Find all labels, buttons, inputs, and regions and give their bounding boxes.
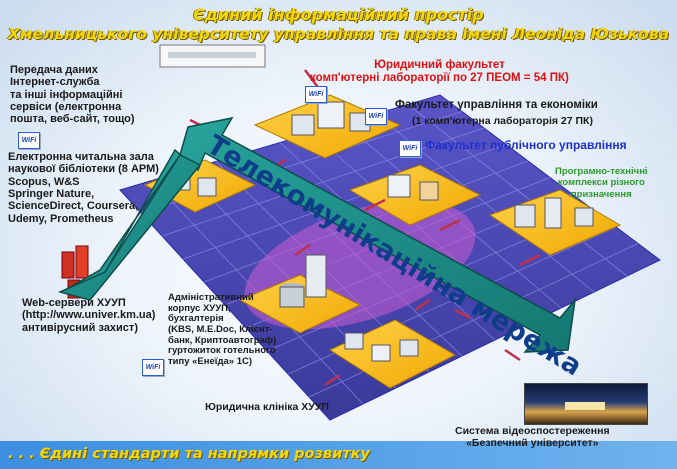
label-law-clinic: Юридична клініка ХУУП <box>205 401 329 413</box>
footer-slogan: . . . Єдині стандарти та напрямки розвит… <box>8 446 370 462</box>
title-line-1: Єдиний інформаційний простір <box>193 5 484 24</box>
label-public-faculty: Факультет публічного управління <box>425 138 627 152</box>
wifi-icon-public: WiFi <box>399 140 421 157</box>
label-law-faculty: Юридичний факультет комп'ютерні лаборато… <box>310 59 569 84</box>
label-hw-sw: Програмно-технічні комплекси різного при… <box>555 166 648 200</box>
grid-line <box>407 104 628 277</box>
footer-bar <box>0 441 677 469</box>
label-mgmt-faculty: Факультет управління та економіки <box>395 99 598 111</box>
label-internet-services: Передача даних Інтернет-служба та інші і… <box>10 64 135 126</box>
wifi-icon-top: WiFi <box>305 86 327 103</box>
equipment <box>61 44 594 362</box>
wifi-icon-admin: WiFi <box>142 359 164 376</box>
wifi-icon-mgmt: WiFi <box>365 108 387 125</box>
label-library: Електронна читальна зала наукової бібліо… <box>8 151 159 225</box>
label-mgmt-lab: (1 комп'ютерна лабораторія 27 ПК) <box>412 115 593 127</box>
label-surveillance: Система відеоспостереження «Безпечний ун… <box>455 425 610 449</box>
title-line-2: Хмельницького університету управління та… <box>7 25 670 43</box>
surveillance-photo <box>524 383 648 425</box>
platform-mgmt <box>348 164 482 226</box>
label-admin: Адміністративний корпус ХУУП, бухгалтері… <box>168 292 277 367</box>
wifi-icon-internet: WiFi <box>18 132 40 149</box>
network-arrow <box>62 116 577 353</box>
label-web-servers: Web-сервери ХУУП (http://www.univer.km.u… <box>22 297 156 334</box>
